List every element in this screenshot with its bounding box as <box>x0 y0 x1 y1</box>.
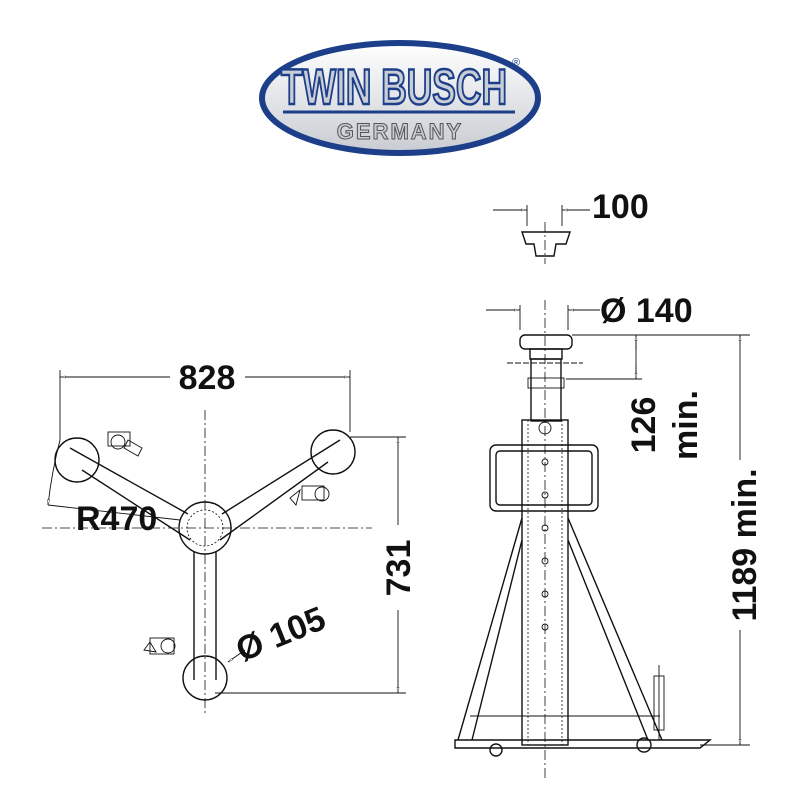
base-top-view <box>42 410 372 715</box>
base-radius-label: R470 <box>76 500 157 538</box>
base-depth-value: 731 <box>380 540 418 597</box>
height-min-value: 1189 min. <box>726 468 764 621</box>
dimension-saddle-diameter: Ø 140 <box>486 292 693 330</box>
saddle-width-value: 100 <box>592 188 649 226</box>
stroke-min-label: min. <box>667 390 705 460</box>
pad-diameter-label: Ø 105 <box>231 599 331 669</box>
dimension-stroke-min: 126 min. <box>566 334 750 460</box>
stand-side-view <box>454 300 712 780</box>
logo-registered-mark: ® <box>512 57 520 69</box>
dimension-height-min: 1189 min. <box>700 334 764 746</box>
logo-subtitle: GERMANY <box>337 119 463 144</box>
stroke-min-value: 126 <box>625 397 663 454</box>
dimension-base-depth: 731 <box>215 436 418 694</box>
saddle-detail: 100 <box>493 188 649 264</box>
brand-logo: TWIN BUSCH ® GERMANY <box>259 40 541 156</box>
base-width-value: 828 <box>179 359 236 397</box>
dimension-base-width: 828 <box>59 359 351 440</box>
saddle-diameter-value: Ø 140 <box>600 292 693 330</box>
logo-brand-text: TWIN BUSCH <box>281 59 507 115</box>
